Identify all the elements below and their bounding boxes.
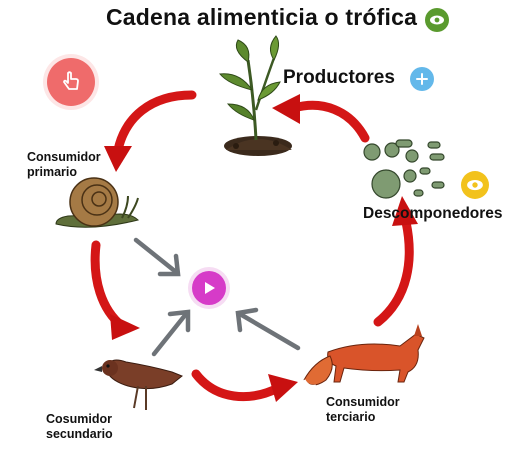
- cycle-arrow-fox-to-decomposers: [373, 196, 418, 327]
- cycle-arrow-decomposers-to-plant: [272, 94, 370, 143]
- bird-illustration: [94, 359, 183, 410]
- cycle-arrow-snail-to-bird: [90, 240, 140, 340]
- decomposers-illustration: [363, 139, 445, 199]
- eye-icon: [430, 15, 444, 25]
- plant-illustration: [219, 35, 292, 156]
- label-consumidor-secundario-line2: secundario: [46, 427, 113, 441]
- eye-icon: [467, 179, 483, 191]
- label-consumidor-terciario-line1: Consumidor: [326, 395, 400, 409]
- label-consumidor-primario-line1: Consumidor: [27, 150, 101, 164]
- decomposers-eye-button[interactable]: [461, 171, 489, 199]
- label-consumidor-terciario: Consumidor terciario: [326, 395, 400, 425]
- cycle-arrow-bird-to-fox: [191, 369, 298, 402]
- label-consumidor-secundario-line1: Cosumidor: [46, 412, 112, 426]
- fox-illustration: [302, 324, 425, 388]
- hand-interaction-button[interactable]: [47, 58, 95, 106]
- page-title: Cadena alimenticia o trófica: [106, 4, 418, 30]
- play-icon: [205, 282, 215, 294]
- label-productores: Productores: [283, 67, 395, 88]
- gray-arrow-snail-to-center: [133, 237, 181, 277]
- label-consumidor-primario-line2: primario: [27, 165, 78, 179]
- snail-illustration: [55, 177, 139, 228]
- productores-plus-button[interactable]: [410, 67, 434, 91]
- play-button[interactable]: [192, 271, 226, 305]
- hand-pointer-icon: [63, 71, 79, 90]
- label-consumidor-primario: Consumidor primario: [27, 150, 101, 180]
- gray-arrow-bird-to-center: [151, 309, 191, 357]
- plus-icon: [416, 73, 428, 85]
- label-descomponedores: Descomponedores: [363, 205, 503, 222]
- title-eye-button[interactable]: [425, 8, 449, 32]
- cycle-arrow-plant-to-snail: [104, 90, 197, 172]
- gray-arrow-fox-to-center: [235, 307, 301, 351]
- label-consumidor-secundario: Cosumidor secundario: [46, 412, 113, 442]
- label-consumidor-terciario-line2: terciario: [326, 410, 376, 424]
